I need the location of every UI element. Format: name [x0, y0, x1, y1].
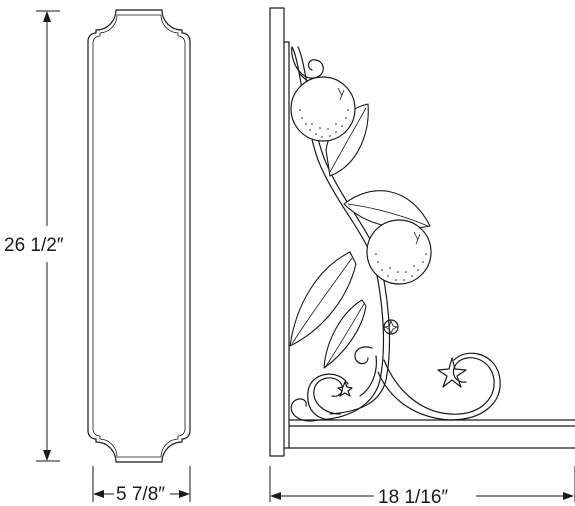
front-panel-view	[87, 9, 191, 463]
wall-plate	[269, 7, 285, 457]
panel-inner-outline	[92, 14, 186, 458]
height-dimension: 26 1/2″	[0, 10, 66, 462]
bracket-side-view	[269, 7, 575, 457]
bracket-arm	[288, 419, 575, 449]
panel-width-label: 5 7/8″	[116, 484, 165, 505]
star-small-icon	[337, 381, 353, 397]
bracket-depth-dimension: 18 1/16″	[269, 466, 575, 506]
arrow-left-icon	[270, 492, 281, 500]
arrow-left-icon	[93, 490, 104, 498]
panel-outer-outline	[87, 9, 191, 463]
fruit-middle	[366, 219, 432, 285]
vine-fruits	[290, 76, 432, 285]
vine-leaves	[289, 103, 431, 369]
fruit-top	[290, 76, 356, 142]
bracket-depth-label: 18 1/16″	[378, 487, 448, 506]
arrow-right-icon	[179, 490, 190, 498]
leaf-lower-small	[323, 299, 367, 369]
star-ornaments	[337, 319, 467, 397]
panel-width-dimension: 5 7/8″	[92, 466, 191, 505]
height-label: 26 1/2″	[4, 235, 64, 256]
arrow-up-icon	[43, 11, 51, 22]
star-large-icon	[437, 357, 467, 388]
arrow-right-icon	[563, 492, 574, 500]
arrow-down-icon	[43, 450, 51, 461]
